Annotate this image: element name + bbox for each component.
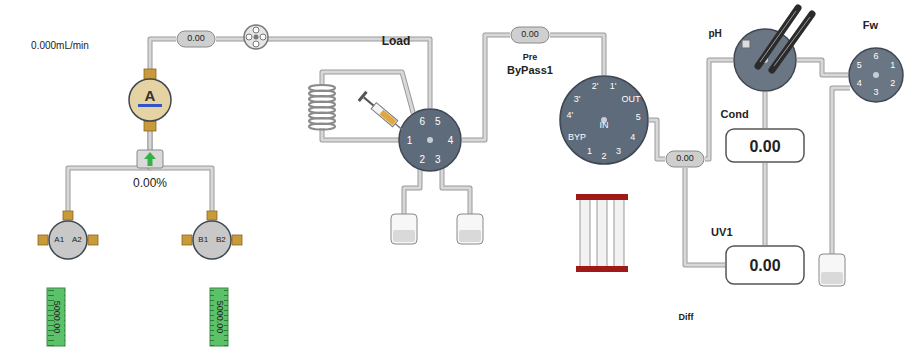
label-text: 0.000mL/min (31, 40, 89, 51)
label-text: Load (382, 35, 411, 48)
label-text: 5000.00 (214, 301, 224, 334)
label-text: 5000.00 (51, 301, 61, 334)
node-text: 0.00 (749, 138, 780, 156)
node-outline (48, 220, 88, 260)
node-text: B2 (216, 236, 226, 245)
label-text: Diff (679, 313, 694, 323)
column (576, 194, 628, 272)
node-text: 2 (601, 152, 606, 162)
pressure-sensor: 0.00 (176, 30, 216, 48)
pressure-sensor: 0.00 (665, 150, 705, 168)
ph-probe (742, 8, 812, 70)
inlet-valve: B1 B2 (192, 220, 232, 260)
injection-valve: 65 1 4 23 (398, 108, 462, 172)
tubing-connector (797, 60, 848, 75)
tubing-connector (550, 35, 604, 75)
node-text: 1 (407, 135, 413, 146)
mixer-icon (244, 25, 268, 49)
column-valve: 2' 1' OUT 3'4' IN BYP 54 123 (559, 75, 649, 165)
node-text: 1 (587, 147, 592, 157)
tubing-connector (68, 122, 150, 220)
node-text: B1 (198, 236, 208, 245)
node-text: 4 (630, 133, 635, 143)
node-text: 5 (636, 113, 641, 123)
node-text: 2 (420, 154, 426, 165)
syringe (358, 91, 407, 135)
node-text: 3 (873, 89, 878, 99)
node-text: 0.00 (187, 34, 205, 44)
gradient-mixer (137, 150, 163, 168)
node-text: 3 (616, 147, 621, 157)
pump-indicator (138, 104, 162, 107)
node-outline (192, 220, 232, 260)
node-text: UV1 (711, 226, 732, 238)
node-text: Cond (721, 108, 749, 120)
node-text: 1' (610, 82, 617, 92)
pressure-sensor: 0.00Pre (510, 26, 550, 44)
sample-loop (309, 85, 335, 130)
node-text: 2 (890, 79, 895, 89)
node-text: BYP (568, 133, 586, 143)
label-text: ByPass1 (507, 64, 553, 76)
node-text: 2' (592, 82, 599, 92)
node-text: Fw (863, 19, 878, 31)
node-text: 4 (448, 135, 454, 146)
tubing-connector (150, 122, 212, 220)
tubing-connector (685, 168, 725, 265)
tubing-connector (649, 120, 665, 159)
node-text: A2 (72, 236, 82, 245)
node-text: 6 (420, 115, 426, 126)
node-text: OUT (622, 95, 641, 105)
uv-monitor: UV10.00 (725, 245, 805, 285)
node-text: pH (708, 28, 721, 39)
node-text: Pre (523, 53, 538, 63)
node-text: A1 (54, 236, 64, 245)
tubing-connector (765, 92, 766, 128)
conductivity-monitor: Cond0.00 (725, 128, 805, 163)
tubing-connector (462, 35, 510, 140)
node-text: 3 (435, 154, 441, 165)
node-text: 3' (574, 95, 581, 105)
label-text: 0.00% (133, 177, 167, 190)
node-text: 0.00 (749, 257, 780, 275)
tubing-connector (765, 163, 766, 245)
node-text: 1 (890, 61, 895, 71)
node-text: 5 (857, 61, 862, 71)
pump-head: A (128, 78, 172, 122)
node-text: 4' (566, 111, 573, 121)
fittings (38, 69, 242, 245)
buffer-cylinder (47, 288, 228, 346)
node-text: 5 (435, 115, 441, 126)
inlet-valve: A1 A2 (48, 220, 88, 260)
node-text: 4 (857, 79, 862, 89)
node-text: 0.00 (521, 30, 539, 40)
node-text: IN (600, 121, 609, 131)
node-text: 0.00 (676, 154, 694, 164)
outlet-valve: Fw612345 (848, 47, 904, 103)
node-text: A (145, 87, 156, 104)
node-text: 6 (873, 52, 878, 62)
